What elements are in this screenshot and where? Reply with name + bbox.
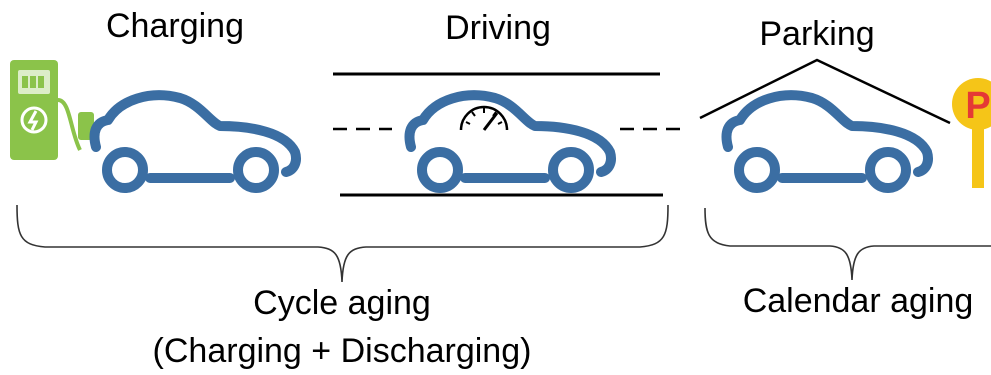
parking-label: Parking [759, 15, 874, 53]
parking-roof [699, 58, 951, 125]
cycle-aging-detail-label: (Charging + Discharging) [153, 332, 532, 370]
driving-label: Driving [445, 9, 551, 47]
cycle-aging-brace [16, 204, 669, 283]
car-icon [727, 95, 928, 188]
parking-sign-letter: P [965, 85, 990, 127]
calendar-aging-label: Calendar aging [743, 282, 974, 320]
speedometer-icon [459, 105, 509, 131]
charging-label: Charging [106, 7, 244, 45]
cycle-aging-label: Cycle aging [253, 284, 431, 322]
parking-sign-icon: P [952, 78, 991, 188]
calendar-aging-brace [704, 207, 991, 281]
charging-station-icon [10, 60, 94, 160]
car-icon [410, 95, 611, 188]
car-icon [95, 95, 296, 188]
